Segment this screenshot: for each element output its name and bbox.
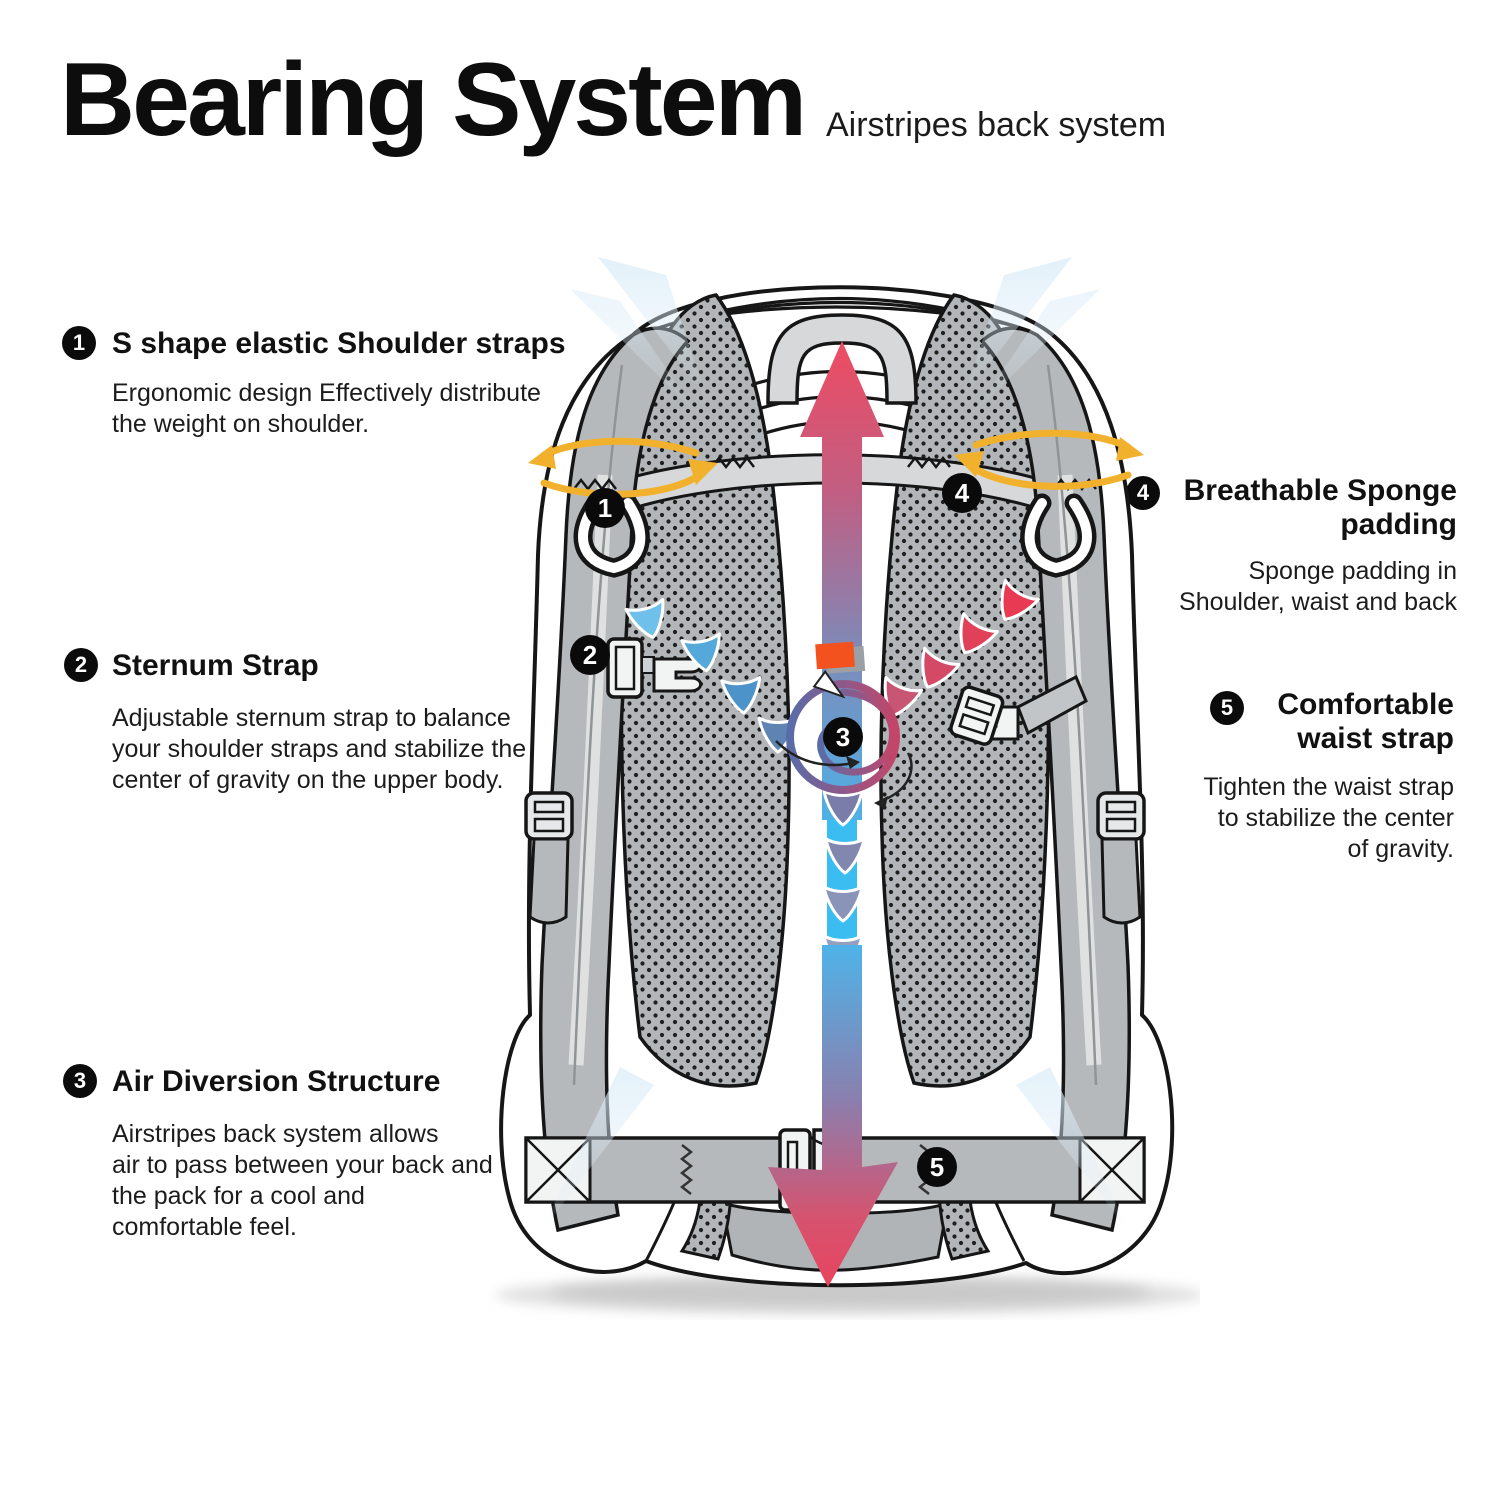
carry-handle [766,313,918,405]
orange-chip [812,641,866,699]
marker-1: 1 [585,488,625,528]
page-subtitle: Airstripes back system [826,106,1167,144]
shine-beams [540,257,1130,1233]
feature-3-badge: 3 [63,1064,97,1098]
marker-2: 2 [570,635,610,675]
rotation-arrow-right [968,429,1132,490]
feature-2-title: Sternum Strap [112,649,319,682]
sternum-strap-hardware [606,637,1088,746]
feature-1-badge: 1 [62,326,96,360]
feature-1-body: Ergonomic design Effectively distribute … [112,379,541,438]
feature-5-body: Tighten the waist strap to stabilize the… [1203,773,1454,863]
feature-4-badge: 4 [1126,476,1160,510]
feature-5-badge: 5 [1210,691,1244,725]
feature-2-body: Adjustable sternum strap to balance your… [112,704,527,794]
feature-3-body: Airstripes back system allows air to pas… [112,1120,493,1241]
marker-4: 4 [942,473,982,513]
shoulder-straps [524,328,1144,1230]
feature-3-title: Air Diversion Structure [112,1065,441,1098]
marker-3: 3 [823,717,863,757]
backpack-illustration [495,257,1200,1315]
down-airflow-arrow [768,945,898,1287]
rotation-arrow-left [540,437,704,498]
band-stitches [711,455,951,470]
feature-2-badge: 2 [64,648,98,682]
feature-5-title: Comfortable waist strap [1277,688,1454,756]
marker-5: 5 [917,1147,957,1187]
feature-4-title: Breathable Sponge padding [1183,474,1457,542]
page-title: Bearing System [60,42,807,158]
up-airflow-arrow [800,341,884,820]
feature-4-body: Sponge padding in Shoulder, waist and ba… [1179,557,1457,616]
airflow-triangles-red [883,578,1040,718]
feature-1-title: S shape elastic Shoulder straps [112,327,566,360]
